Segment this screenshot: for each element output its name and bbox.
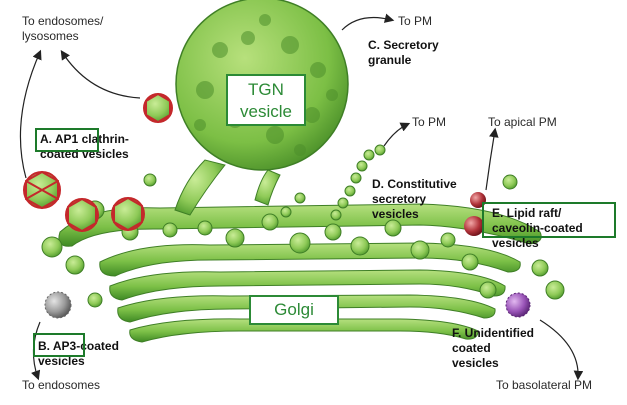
clathrin-vesicles [23,92,173,233]
arrow-to-pm-mid [383,122,411,147]
ap3-vesicle [44,291,72,319]
label-ap1-letter: A. AP1 [40,132,79,146]
label-ap3-coated-vesicles: B. AP3-coated vesicles [38,339,119,369]
lipid-raft-vesicle-2 [464,216,484,236]
label-lipid-raft-caveolin-vesicles: E. Lipid raft/ caveolin-coated vesicles [492,206,583,250]
arrow-to-endosomes-lysosomes-2 [60,49,141,99]
label-to-endosomes-lysosomes: To endosomes/ lysosomes [22,14,104,43]
unidentified-vesicle [505,292,531,318]
arrow-to-basolateral-pm [539,319,584,381]
label-to-basolateral-pm: To basolateral PM [496,378,593,392]
highlight-box-lipid-raft [482,202,616,238]
label-unidentified-coated-vesicles: F. Unidentified coated vesicles [452,326,534,370]
label-to-endosomes: To endosomes [22,378,101,392]
label-to-apical-pm: To apical PM [488,115,557,129]
constitutive-vesicle-chain [280,144,386,221]
label-to-pm-top: To PM [398,14,433,28]
arrow-to-apical-pm [485,127,499,191]
golgi-vesicles [41,173,565,308]
label-constitutive-secretory-vesicles: D. Constitutive secretory vesicles [372,177,457,221]
callout-golgi: Golgi [249,295,339,325]
callout-golgi-text: Golgi [274,300,314,319]
callout-tgn-vesicle: TGN vesicle [226,74,306,126]
label-secretory-granule: C. Secretory granule [368,38,439,67]
label-ap3-letter: B. AP3 [38,339,77,353]
arrow-to-pm-top [341,13,395,31]
label-to-pm-mid: To PM [412,115,447,129]
highlight-box-ap3 [33,333,85,357]
label-ap3-text: -coated vesicles [38,339,119,368]
callout-tgn-text: TGN vesicle [240,80,292,121]
arrow-to-endosomes-lysosomes-1 [19,49,42,179]
highlight-box-ap1 [35,128,99,152]
